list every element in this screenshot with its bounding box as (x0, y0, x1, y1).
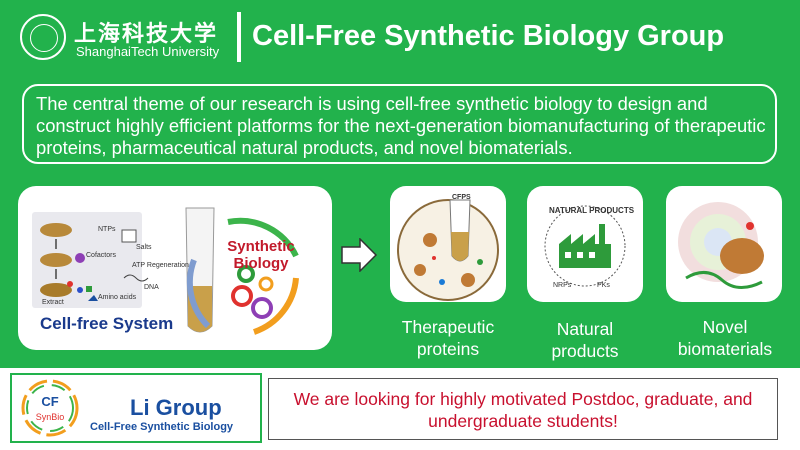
extract-label: Extract (42, 299, 64, 306)
cell-free-diagram-icon (32, 207, 299, 335)
natural-products-caption: Natural products (551, 319, 619, 361)
university-seal-icon (20, 14, 66, 60)
page-title: Cell-Free Synthetic Biology Group (252, 20, 725, 52)
atp-regeneration-label: ATP Regeneration (132, 262, 189, 269)
dna-label: DNA (144, 284, 159, 291)
salts-label: Salts (136, 244, 152, 251)
research-summary-box: The central theme of our research is usi… (22, 84, 777, 164)
factory-icon (544, 205, 626, 287)
novel-biomaterials-caption: Novel biomaterials (677, 317, 773, 359)
li-group-title: Li Group (130, 395, 222, 420)
recruitment-box: We are looking for highly motivated Post… (268, 378, 778, 440)
svg-text:SynBio: SynBio (36, 412, 65, 422)
cell-free-system-label: Cell-free System (40, 314, 174, 333)
ntps-label: NTPs (98, 226, 116, 233)
university-name-cn: 上海科技大学 (74, 22, 219, 47)
li-group-logo-box: CF SynBio Li Group Cell-Free Synthetic B… (10, 373, 262, 443)
cofactors-label: Cofactors (86, 252, 116, 259)
synthetic-biology-label: Synthetic Biology (227, 238, 295, 272)
cf-synbio-logo-icon: CF SynBio (21, 379, 79, 437)
cfps-label: CFPS (452, 194, 471, 201)
natural-products-ring-label: NATURAL PRODUCTS (549, 206, 635, 215)
protein-synthesis-tube-icon (397, 199, 499, 301)
research-summary-text: The central theme of our research is usi… (36, 93, 766, 158)
cell-free-system-figure: NTPs Salts Cofactors ATP Regeneration DN… (18, 186, 332, 350)
nrps-label: NRPs (553, 282, 572, 289)
header-divider (237, 12, 241, 62)
novel-biomaterials-image (666, 186, 782, 302)
therapeutic-proteins-image: CFPS (390, 186, 506, 302)
pks-label: PKs (597, 282, 610, 289)
amino-acids-label: Amino acids (98, 294, 137, 301)
svg-text:CF: CF (41, 394, 58, 409)
natural-products-image: NATURAL PRODUCTS NRPs PKs (527, 186, 643, 302)
recruitment-text: We are looking for highly motivated Post… (293, 389, 753, 431)
university-logo: 上海科技大学 ShanghaiTech University (16, 10, 236, 66)
li-group-subtitle: Cell-Free Synthetic Biology (90, 421, 234, 433)
university-name-en: ShanghaiTech University (76, 44, 220, 59)
right-arrow-icon (341, 238, 378, 272)
codon-wheel-icon (678, 202, 764, 289)
therapeutic-proteins-caption: Therapeutic proteins (401, 317, 495, 359)
